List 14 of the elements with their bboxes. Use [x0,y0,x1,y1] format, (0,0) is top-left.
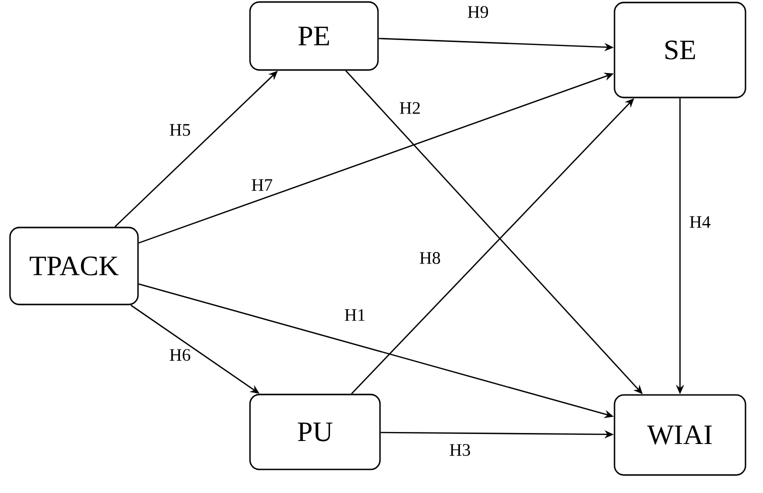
construct-box: PU [249,394,381,470]
edge-label: H6 [168,348,192,362]
construct-box: SE [614,2,746,98]
edge-label: H7 [250,178,274,192]
edge-label: H2 [398,101,422,115]
edge-label: H8 [418,250,442,266]
edge-label: H9 [466,4,490,20]
construct-box: TPACK [9,226,139,306]
edge-label: H1 [343,308,367,322]
edge-label: H4 [688,215,712,229]
edge-label: H5 [168,122,192,137]
construct-box: PE [249,1,379,71]
construct-box: WIAI [614,394,746,476]
edge-label: H3 [448,442,472,458]
